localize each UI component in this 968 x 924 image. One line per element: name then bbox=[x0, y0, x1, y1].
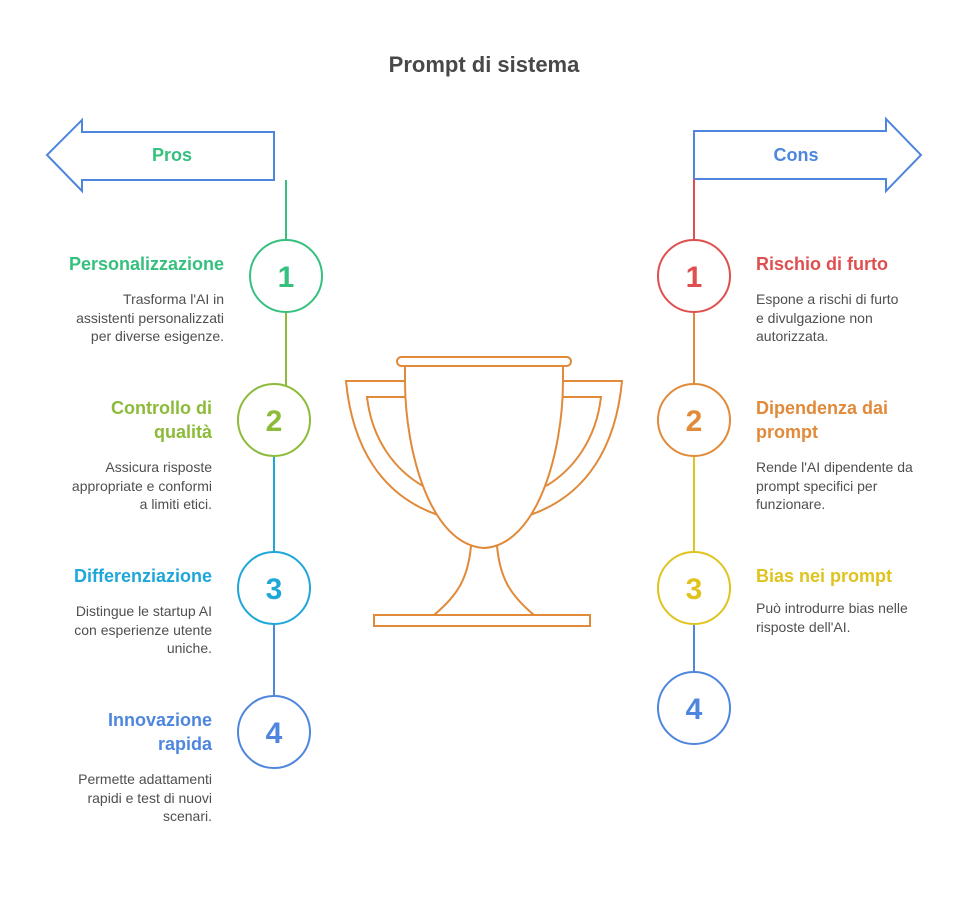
desc-line: appropriate e conformi bbox=[71, 477, 212, 494]
step-number: 3 bbox=[266, 573, 283, 606]
desc-line: Permette adattamenti bbox=[78, 771, 212, 787]
pros-item-desc: Assicura risposte appropriate e conformi… bbox=[12, 458, 212, 514]
desc-line: Espone a rischi di furto bbox=[756, 291, 899, 307]
desc-line: a limiti etici. bbox=[139, 496, 212, 512]
cons-step-3-marker: 3 bbox=[657, 551, 731, 625]
cons-item-title: Bias nei prompt bbox=[756, 564, 956, 588]
desc-line: Trasforma l'AI in bbox=[123, 291, 224, 307]
cons-item-title: Rischio di furto bbox=[756, 252, 956, 276]
title-line: Differenziazione bbox=[73, 566, 212, 586]
desc-line: Distingue le startup AI bbox=[75, 603, 212, 619]
cons-step-1-marker: 1 bbox=[657, 239, 731, 313]
pros-step-3-marker: 3 bbox=[237, 551, 311, 625]
cons-item-desc: Rende l'AI dipendente da prompt specific… bbox=[756, 458, 956, 514]
desc-line: funzionare. bbox=[756, 496, 826, 512]
desc-line: prompt specifici per bbox=[756, 477, 878, 494]
desc-line: con esperienze utente bbox=[74, 621, 212, 638]
pros-step-4-marker: 4 bbox=[237, 695, 311, 769]
pros-arrow bbox=[45, 117, 275, 194]
pros-step-2-marker: 2 bbox=[237, 383, 311, 457]
desc-line: Assicura risposte bbox=[105, 459, 212, 475]
cons-step-2-marker: 2 bbox=[657, 383, 731, 457]
pros-item-title: Controllo di qualità bbox=[12, 396, 212, 444]
title-line: Innovazione bbox=[107, 710, 212, 730]
desc-line: rapidi e test di nuovi bbox=[87, 789, 212, 806]
pros-item-desc: Distingue le startup AI con esperienze u… bbox=[12, 602, 212, 658]
step-number: 4 bbox=[266, 717, 283, 750]
title-line: rapida bbox=[157, 734, 212, 754]
pros-item-desc: Trasforma l'AI in assistenti personalizz… bbox=[20, 290, 224, 346]
title-line: Dipendenza dai bbox=[756, 398, 889, 418]
step-number: 2 bbox=[266, 405, 283, 438]
title-line: Controllo di bbox=[111, 398, 212, 418]
title-line: Bias nei prompt bbox=[756, 566, 893, 586]
desc-line: risposte dell'AI. bbox=[756, 618, 851, 635]
cons-item-desc: Espone a rischi di furto e divulgazione … bbox=[756, 290, 956, 346]
cons-item-desc: Può introdurre bias nelle risposte dell'… bbox=[756, 599, 956, 636]
desc-line: Può introdurre bias nelle bbox=[756, 600, 908, 616]
step-number: 1 bbox=[278, 261, 295, 294]
cons-label: Cons bbox=[773, 145, 819, 165]
trophy-icon bbox=[344, 356, 624, 627]
pros-step-1-marker: 1 bbox=[249, 239, 323, 313]
step-number: 4 bbox=[686, 693, 703, 726]
step-number: 2 bbox=[686, 405, 703, 438]
desc-line: e divulgazione non bbox=[756, 309, 873, 326]
title-line: Personalizzazione bbox=[68, 254, 224, 274]
desc-line: per diverse esigenze. bbox=[90, 328, 224, 344]
desc-line: autorizzata. bbox=[756, 328, 829, 344]
pros-item-title: Innovazione rapida bbox=[12, 708, 212, 756]
cons-step-4-marker: 4 bbox=[657, 671, 731, 745]
desc-line: assistenti personalizzati bbox=[76, 309, 224, 326]
pros-item-title: Differenziazione bbox=[12, 564, 212, 588]
cons-arrow bbox=[693, 116, 923, 194]
cons-item-title: Dipendenza dai prompt bbox=[756, 396, 956, 444]
step-number: 1 bbox=[686, 261, 703, 294]
page-title: Prompt di sistema bbox=[388, 52, 580, 77]
desc-line: scenari. bbox=[162, 808, 212, 824]
title-line: qualità bbox=[153, 422, 212, 442]
pros-label: Pros bbox=[151, 145, 193, 165]
title-line: Rischio di furto bbox=[756, 254, 888, 274]
title-line: prompt bbox=[756, 422, 818, 442]
desc-line: Rende l'AI dipendente da bbox=[756, 459, 913, 475]
desc-line: uniche. bbox=[166, 640, 212, 656]
pros-item-desc: Permette adattamenti rapidi e test di nu… bbox=[12, 770, 212, 826]
step-number: 3 bbox=[686, 573, 703, 606]
pros-item-title: Personalizzazione bbox=[20, 252, 224, 276]
